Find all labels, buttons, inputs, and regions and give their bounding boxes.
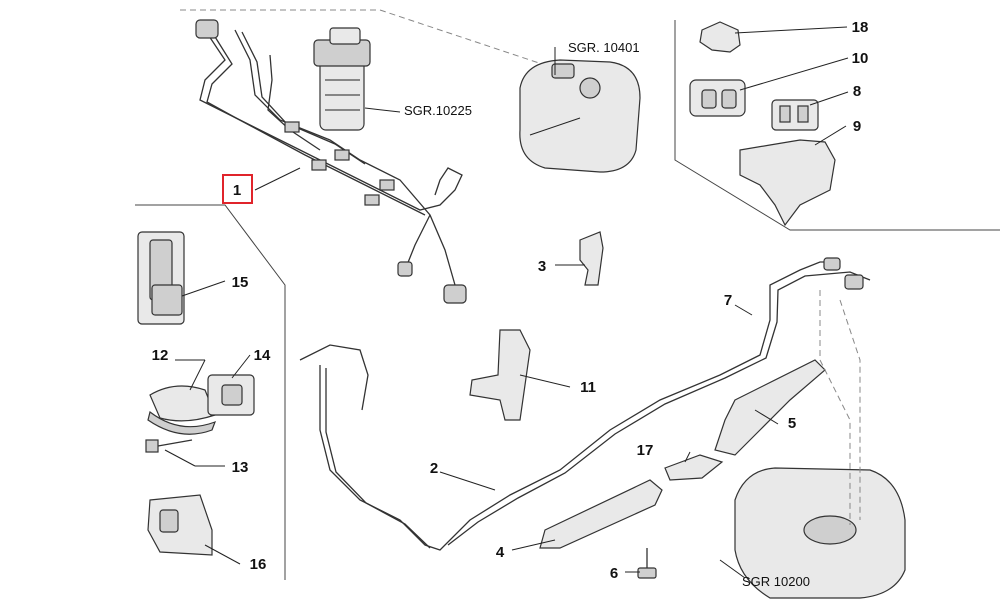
- callout-17[interactable]: 17: [637, 442, 654, 459]
- callout-2[interactable]: 2: [430, 460, 438, 477]
- callout-15[interactable]: 15: [232, 274, 249, 291]
- part-16-connector: [147, 494, 213, 556]
- callout-6[interactable]: 6: [610, 565, 618, 582]
- callout-4[interactable]: 4: [496, 544, 505, 561]
- callout-1-highlight: [222, 174, 253, 204]
- callout-14[interactable]: 14: [254, 347, 271, 364]
- callout-7[interactable]: 7: [724, 292, 732, 309]
- part-4-guard: [539, 479, 663, 549]
- callout-1[interactable]: 1: [233, 182, 241, 199]
- callout-8[interactable]: 8: [853, 83, 861, 100]
- callout-16[interactable]: 16: [250, 556, 267, 573]
- part-1-pipe-harness: [195, 19, 467, 304]
- callout-9[interactable]: 9: [853, 118, 861, 135]
- reference-sgr-10401: SGR. 10401: [568, 40, 640, 55]
- leader-lines: [164, 26, 849, 579]
- part-17-clip: [664, 454, 724, 481]
- part-15-bracket: [137, 231, 185, 325]
- part-5-shield: [714, 359, 826, 456]
- callout-10[interactable]: 10: [852, 50, 869, 67]
- part-2-fuel-pipes: [299, 257, 871, 551]
- callout-18[interactable]: 18: [852, 19, 869, 36]
- fuel-tank: [734, 290, 906, 599]
- part-9-bracket: [739, 139, 836, 227]
- part-18-clip: [699, 21, 741, 53]
- callout-13[interactable]: 13: [232, 459, 249, 476]
- reference-sgr-10225: SGR.10225: [404, 103, 472, 118]
- part-12-clip: [147, 385, 217, 435]
- expansion-tank: [519, 59, 641, 173]
- callout-5[interactable]: 5: [788, 415, 796, 432]
- part-6-screw: [637, 548, 657, 579]
- part-11-bracket: [469, 329, 531, 421]
- callout-12[interactable]: 12: [152, 347, 169, 364]
- part-13-bolt: [145, 439, 193, 453]
- callout-11[interactable]: 11: [580, 379, 596, 396]
- callout-3[interactable]: 3: [538, 258, 546, 275]
- reference-sgr-10200: SGR 10200: [742, 574, 810, 589]
- part-8-clip: [771, 99, 819, 131]
- region-frames: [135, 9, 1000, 580]
- part-3-bracket: [579, 231, 604, 286]
- part-10-clip: [689, 79, 746, 117]
- part-14-block: [207, 374, 255, 416]
- fuel-filter-assembly: [313, 27, 371, 131]
